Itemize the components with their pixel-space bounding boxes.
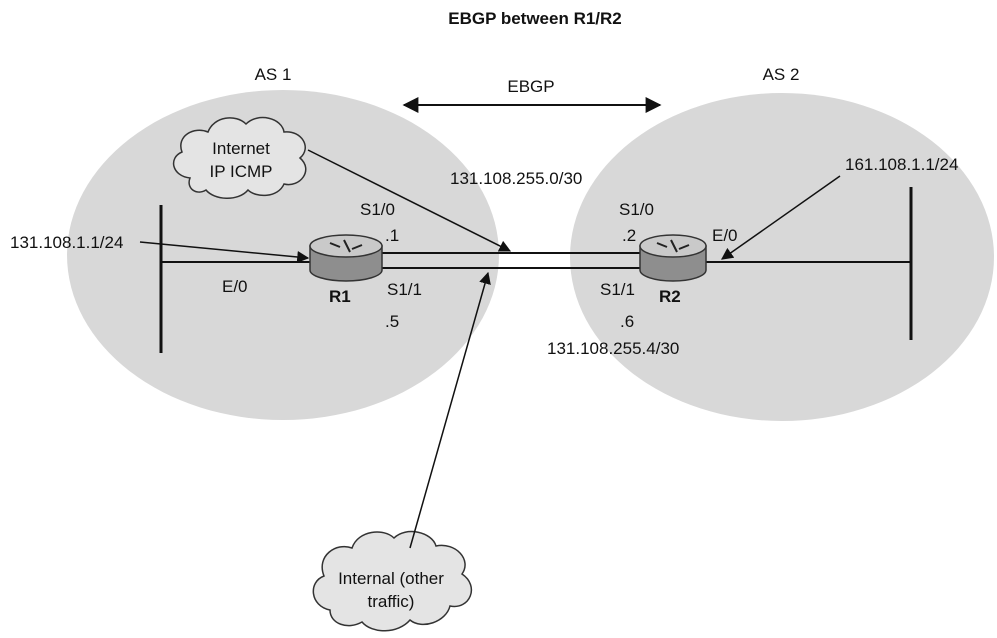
- internal-cloud-line2: traffic): [368, 592, 415, 611]
- r1-s1-1-host: .5: [385, 312, 399, 331]
- ebgp-label: EBGP: [507, 77, 554, 96]
- router-r1-icon: [309, 234, 383, 282]
- as1-label: AS 1: [255, 65, 292, 84]
- r1-s1-0-host: .1: [385, 226, 399, 245]
- r2-s1-0-label: S1/0: [619, 200, 654, 219]
- internet-icmp-cloud: Internet IP ICMP: [172, 116, 307, 199]
- r2-lan-address: 161.108.1.1/24: [845, 155, 958, 174]
- internet-traffic-arrow: [307, 149, 512, 252]
- r2-s1-1-label: S1/1: [600, 280, 635, 299]
- r2-name: R2: [659, 287, 681, 306]
- router-r2-icon: [639, 234, 707, 282]
- r2-s1-0-host: .2: [622, 226, 636, 245]
- as2-region: [570, 93, 994, 421]
- internal-traffic-arrow: [409, 271, 491, 549]
- internet-cloud-line1: Internet: [212, 139, 270, 158]
- r2-e0-label: E/0: [712, 226, 738, 245]
- r1-lan-address: 131.108.1.1/24: [10, 233, 123, 252]
- diagram-title: EBGP between R1/R2: [448, 9, 622, 28]
- as2-label: AS 2: [763, 65, 800, 84]
- lower-link-network: 131.108.255.4/30: [547, 339, 679, 358]
- r1-name: R1: [329, 287, 351, 306]
- r1-s1-1-label: S1/1: [387, 280, 422, 299]
- internet-cloud-line2: IP ICMP: [210, 162, 273, 181]
- r2-lan-address-arrow: [721, 175, 841, 260]
- upper-link-network: 131.108.255.0/30: [450, 169, 582, 188]
- internal-cloud-line1: Internal (other: [338, 569, 444, 588]
- r2-s1-1-host: .6: [620, 312, 634, 331]
- internal-traffic-cloud: Internal (other traffic): [312, 530, 473, 632]
- r1-lan-address-arrow: [139, 241, 310, 263]
- r1-e0-label: E/0: [222, 277, 248, 296]
- r1-s1-0-label: S1/0: [360, 200, 395, 219]
